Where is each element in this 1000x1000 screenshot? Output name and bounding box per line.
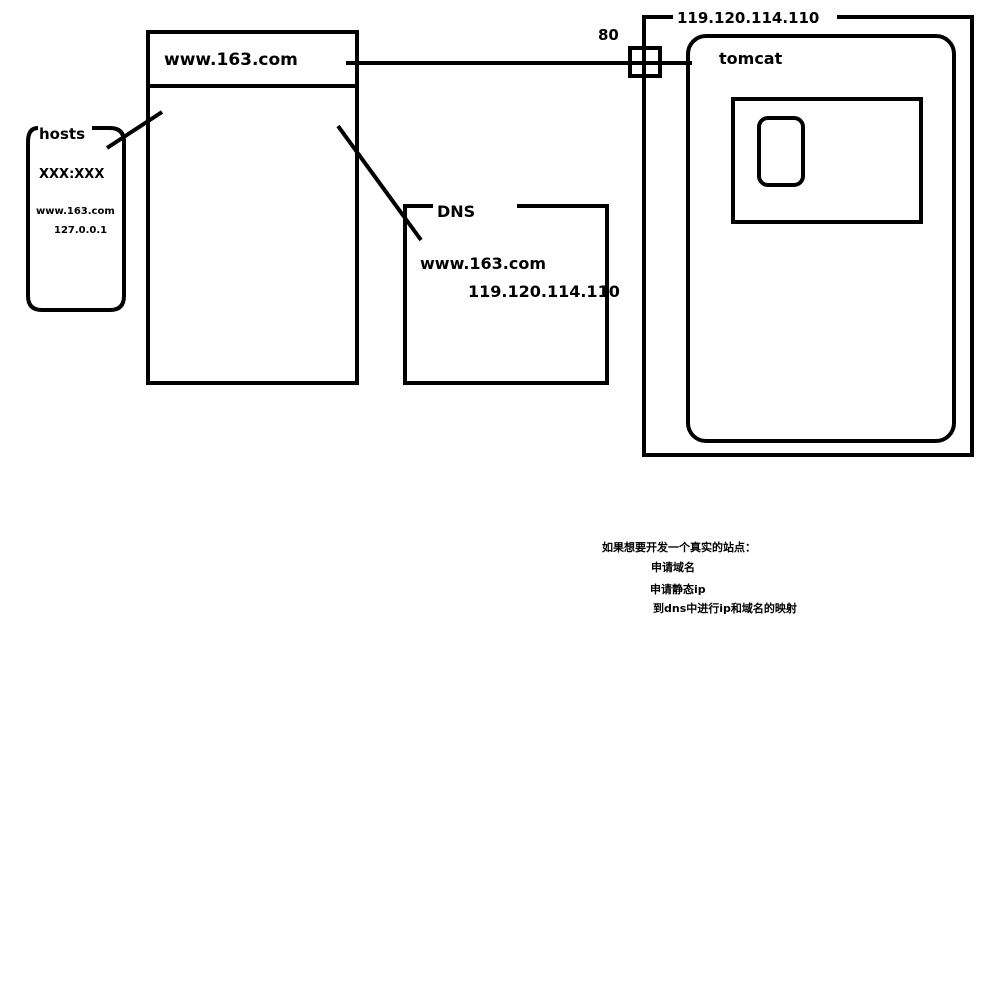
- tomcat-container: [686, 34, 956, 443]
- tomcat-label: tomcat: [719, 49, 783, 68]
- browser-dns-connector: [336, 124, 423, 242]
- browser-frame: [146, 30, 359, 385]
- hosts-entry-domain: www.163.com: [36, 206, 115, 217]
- browser-window: www.163.com: [146, 30, 359, 385]
- hosts-entry-format: XXX:XXX: [39, 167, 104, 182]
- port-label: 80: [598, 26, 619, 44]
- app-component: [757, 116, 805, 187]
- notes-heading: 如果想要开发一个真实的站点：: [602, 541, 756, 554]
- port-box: [628, 46, 662, 78]
- dns-frame: [403, 204, 609, 385]
- hosts-entry-ip: 127.0.0.1: [54, 225, 107, 236]
- hosts-frame: [26, 126, 126, 312]
- browser-hosts-connector: [105, 110, 164, 150]
- server-machine: 119.120.114.110 tomcat: [642, 9, 974, 457]
- webapp-box: [731, 97, 923, 224]
- dns-domain: www.163.com: [420, 254, 546, 273]
- hosts-file: hosts XXX:XXX www.163.com 127.0.0.1: [26, 125, 126, 312]
- browser-address-text: www.163.com: [164, 50, 298, 70]
- server-frame: [642, 15, 974, 457]
- notes-step-2: 申请静态ip: [650, 583, 706, 596]
- server-ip: 119.120.114.110: [677, 9, 819, 27]
- dns-ip: 119.120.114.110: [468, 282, 620, 301]
- notes-step-1: 申请域名: [651, 561, 695, 574]
- hosts-title: hosts: [39, 125, 85, 143]
- dns-server: DNS www.163.com 119.120.114.110: [403, 202, 620, 385]
- notes-step-3: 到dns中进行ip和域名的映射: [653, 602, 797, 615]
- dns-title: DNS: [437, 202, 475, 221]
